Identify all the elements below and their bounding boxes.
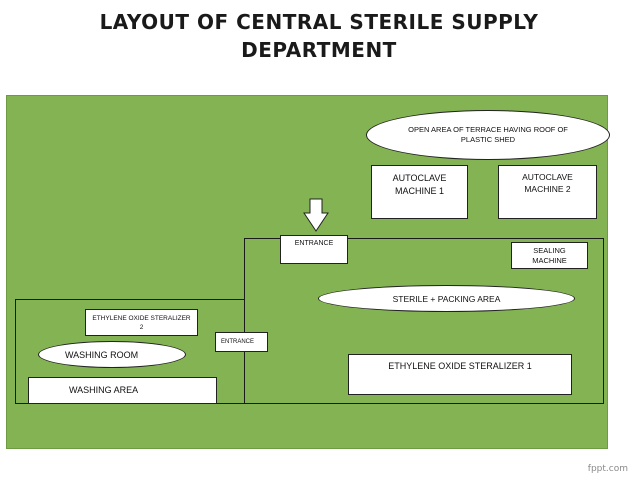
page-title: LAYOUT OF CENTRAL STERILE SUPPLY DEPARTM… bbox=[0, 8, 638, 64]
washing-room-label: WASHING ROOM bbox=[65, 349, 139, 360]
washing-area-label: WASHING AREA bbox=[69, 385, 139, 395]
washing-room-oval: WASHING ROOM bbox=[38, 341, 186, 368]
autoclave-2-label: AUTOCLAVE MACHINE 2 bbox=[522, 172, 573, 194]
wall-divider bbox=[244, 238, 245, 404]
entrance-main-label: ENTRANCE bbox=[294, 240, 334, 247]
wall-left-room-left bbox=[15, 299, 16, 404]
wall-left-room-top bbox=[15, 299, 245, 300]
title-line-1: LAYOUT OF CENTRAL STERILE SUPPLY bbox=[99, 10, 539, 34]
autoclave-1-label: AUTOCLAVE MACHINE 1 bbox=[392, 173, 447, 196]
entrance-inner: ENTRANCE bbox=[215, 332, 268, 352]
wall-right bbox=[603, 238, 604, 404]
entrance-inner-label: ENTRANCE bbox=[221, 338, 255, 345]
sealing-machine-label: SEALING MACHINE bbox=[532, 245, 567, 265]
washing-area: WASHING AREA bbox=[28, 377, 217, 404]
autoclave-machine-1: AUTOCLAVE MACHINE 1 bbox=[371, 165, 468, 219]
floor-plan-panel: OPEN AREA OF TERRACE HAVING ROOF OF PLAS… bbox=[6, 95, 610, 449]
title-line-2: DEPARTMENT bbox=[241, 38, 397, 62]
sealing-machine: SEALING MACHINE bbox=[511, 242, 588, 269]
open-area-label: OPEN AREA OF TERRACE HAVING ROOF OF PLAS… bbox=[408, 125, 568, 144]
footer-brand: fppt.com bbox=[587, 464, 628, 474]
eo-sterilizer-2: ETHYLENE OXIDE STERALIZER 2 bbox=[85, 309, 198, 336]
open-area-oval: OPEN AREA OF TERRACE HAVING ROOF OF PLAS… bbox=[366, 110, 610, 160]
wall-right-room-top bbox=[244, 238, 604, 239]
wall-bottom bbox=[15, 403, 604, 404]
eo-sterilizer-1-label: ETHYLENE OXIDE STERALIZER 1 bbox=[388, 361, 532, 371]
eo-sterilizer-2-label: ETHYLENE OXIDE STERALIZER 2 bbox=[92, 314, 191, 331]
sterile-packing-label: STERILE + PACKING AREA bbox=[392, 293, 501, 304]
entrance-arrow-icon bbox=[303, 198, 329, 232]
eo-sterilizer-1: ETHYLENE OXIDE STERALIZER 1 bbox=[348, 354, 572, 395]
sterile-packing-oval: STERILE + PACKING AREA bbox=[318, 285, 575, 312]
autoclave-machine-2: AUTOCLAVE MACHINE 2 bbox=[498, 165, 597, 219]
entrance-main: ENTRANCE bbox=[280, 235, 348, 264]
